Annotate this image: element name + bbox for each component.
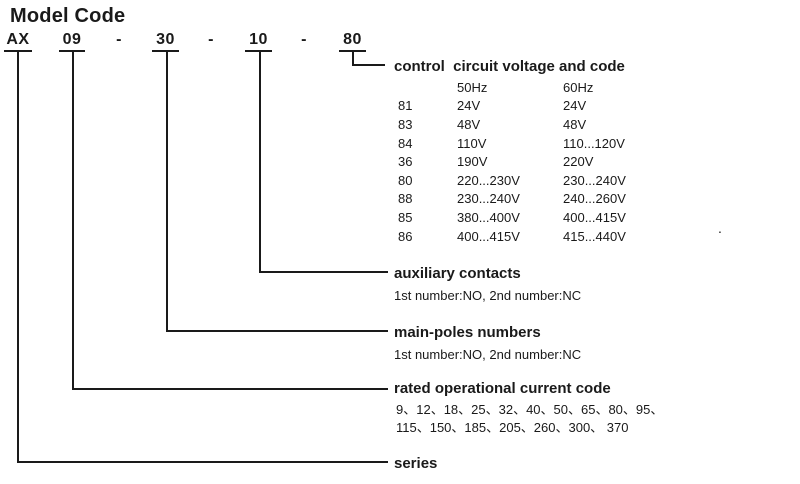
code-segment-voltage: 80 bbox=[339, 31, 366, 52]
voltage-50hz: 24V bbox=[457, 98, 481, 114]
voltage-60hz: 48V bbox=[563, 116, 587, 132]
poles-section-note: 1st number:NO, 2nd number:NC bbox=[394, 347, 582, 362]
code-separator: - bbox=[208, 31, 214, 48]
voltage-code: 88 bbox=[398, 191, 413, 207]
series-section-heading: series bbox=[394, 455, 438, 472]
freq-header-50hz: 50Hz bbox=[457, 79, 488, 95]
connector-current-horizontal bbox=[72, 388, 388, 390]
voltage-table-row: 80 220...230V 230...240V bbox=[398, 171, 626, 190]
code-segment-aux: 10 bbox=[245, 31, 272, 52]
current-values-line1: 9、12、18、25、32、40、50、65、80、95、 bbox=[396, 402, 664, 417]
voltage-code: 84 bbox=[398, 135, 413, 151]
connector-poles-vertical bbox=[166, 52, 168, 332]
voltage-table-row: 83 48V 48V bbox=[398, 115, 626, 134]
voltage-code: 85 bbox=[398, 209, 413, 225]
poles-section-heading: main-poles numbers bbox=[394, 324, 541, 341]
voltage-60hz: 400...415V bbox=[563, 209, 626, 225]
voltage-60hz: 110...120V bbox=[563, 135, 625, 151]
connector-aux-horizontal bbox=[259, 271, 388, 273]
voltage-60hz: 240...260V bbox=[563, 191, 626, 207]
voltage-50hz: 190V bbox=[457, 154, 488, 170]
voltage-50hz: 230...240V bbox=[457, 191, 520, 207]
voltage-table-row: 81 24V 24V bbox=[398, 97, 626, 116]
voltage-60hz: 24V bbox=[563, 98, 587, 114]
voltage-code: 80 bbox=[398, 172, 413, 188]
voltage-50hz: 48V bbox=[457, 116, 481, 132]
voltage-table-header-row: 50Hz 60Hz bbox=[398, 78, 626, 97]
connector-current-vertical bbox=[72, 52, 74, 390]
connector-series-vertical bbox=[17, 52, 19, 463]
voltage-60hz: 220V bbox=[563, 154, 594, 170]
voltage-50hz: 380...400V bbox=[457, 209, 520, 225]
voltage-50hz: 220...230V bbox=[457, 172, 520, 188]
connector-voltage-horizontal bbox=[352, 64, 385, 66]
voltage-table-row: 88 230...240V 240...260V bbox=[398, 190, 626, 209]
code-segment-poles: 30 bbox=[152, 31, 179, 52]
voltage-code: 81 bbox=[398, 98, 413, 114]
connector-poles-horizontal bbox=[166, 330, 388, 332]
voltage-code: 83 bbox=[398, 116, 413, 132]
code-segment-current: 09 bbox=[59, 31, 85, 52]
connector-aux-vertical bbox=[259, 52, 261, 273]
voltage-60hz: 230...240V bbox=[563, 172, 626, 188]
voltage-table: 50Hz 60Hz 81 24V 24V 83 48V 48V 84 110V … bbox=[398, 78, 626, 245]
connector-series-horizontal bbox=[17, 461, 388, 463]
aux-section-heading: auxiliary contacts bbox=[394, 265, 521, 282]
voltage-table-row: 85 380...400V 400...415V bbox=[398, 208, 626, 227]
code-separator: - bbox=[116, 31, 122, 48]
page-title: Model Code bbox=[10, 5, 126, 27]
voltage-50hz: 400...415V bbox=[457, 228, 520, 244]
current-section-heading: rated operational current code bbox=[394, 380, 611, 397]
current-values-line2: 115、150、185、205、260、300、 370 bbox=[396, 420, 629, 435]
connector-voltage-vertical bbox=[352, 50, 354, 65]
voltage-code: 86 bbox=[398, 228, 413, 244]
freq-header-60hz: 60Hz bbox=[563, 79, 594, 95]
aux-section-note: 1st number:NO, 2nd number:NC bbox=[394, 288, 582, 303]
voltage-code: 36 bbox=[398, 154, 413, 170]
voltage-section-heading: control circuit voltage and code bbox=[394, 58, 625, 75]
stray-dot-mark: . bbox=[718, 220, 722, 236]
code-segment-series: AX bbox=[4, 31, 32, 52]
voltage-60hz: 415...440V bbox=[563, 228, 626, 244]
code-separator: - bbox=[301, 31, 307, 48]
voltage-table-row: 86 400...415V 415...440V bbox=[398, 227, 626, 246]
voltage-50hz: 110V bbox=[457, 135, 487, 151]
voltage-table-row: 84 110V 110...120V bbox=[398, 134, 626, 153]
voltage-table-row: 36 190V 220V bbox=[398, 152, 626, 171]
